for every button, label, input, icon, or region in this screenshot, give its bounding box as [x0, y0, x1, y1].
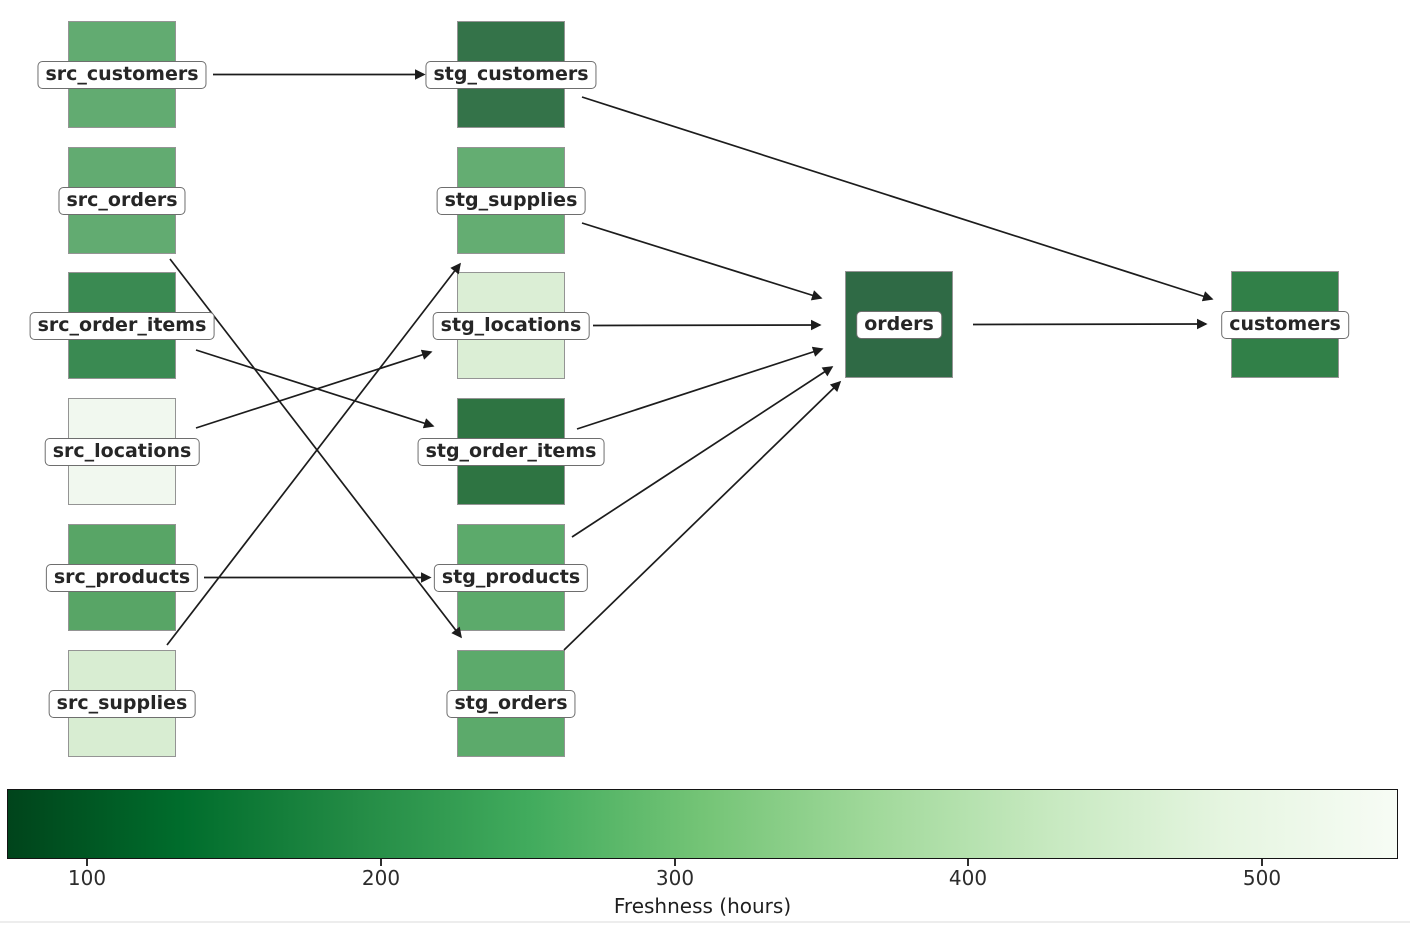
edge-stg_order_items-to-orders [576, 346, 824, 430]
edge-stg_supplies-to-orders [581, 222, 823, 301]
colorbar-tick-label: 400 [948, 866, 988, 890]
colorbar-tick-mark [86, 859, 88, 866]
edge-src_supplies-to-stg_supplies [166, 262, 461, 646]
colorbar-tick-mark [674, 859, 676, 866]
edge-stg_customers-to-customers [581, 96, 1214, 302]
edge-src_locations-to-stg_locations [195, 349, 433, 429]
edge-src_order_items-to-stg_order_items [195, 349, 435, 429]
colorbar-axis-label: Freshness (hours) [613, 894, 792, 918]
colorbar [7, 789, 1398, 859]
colorbar-tick-label: 100 [67, 866, 107, 890]
edge-stg_products-to-orders [571, 366, 834, 538]
colorbar-tick-label: 300 [655, 866, 695, 890]
edge-src_orders-to-stg_orders [169, 258, 462, 639]
colorbar-tick-mark [967, 859, 969, 866]
edge-orders-to-customers [972, 318, 1208, 330]
edge-stg_locations-to-orders [592, 319, 822, 331]
figure-bottom-edge [0, 921, 1410, 923]
colorbar-tick-label: 500 [1242, 866, 1282, 890]
colorbar-tick-mark [1261, 859, 1263, 866]
edge-stg_orders-to-orders [563, 380, 842, 651]
colorbar-tick-mark [380, 859, 382, 866]
colorbar-tick-label: 200 [361, 866, 401, 890]
